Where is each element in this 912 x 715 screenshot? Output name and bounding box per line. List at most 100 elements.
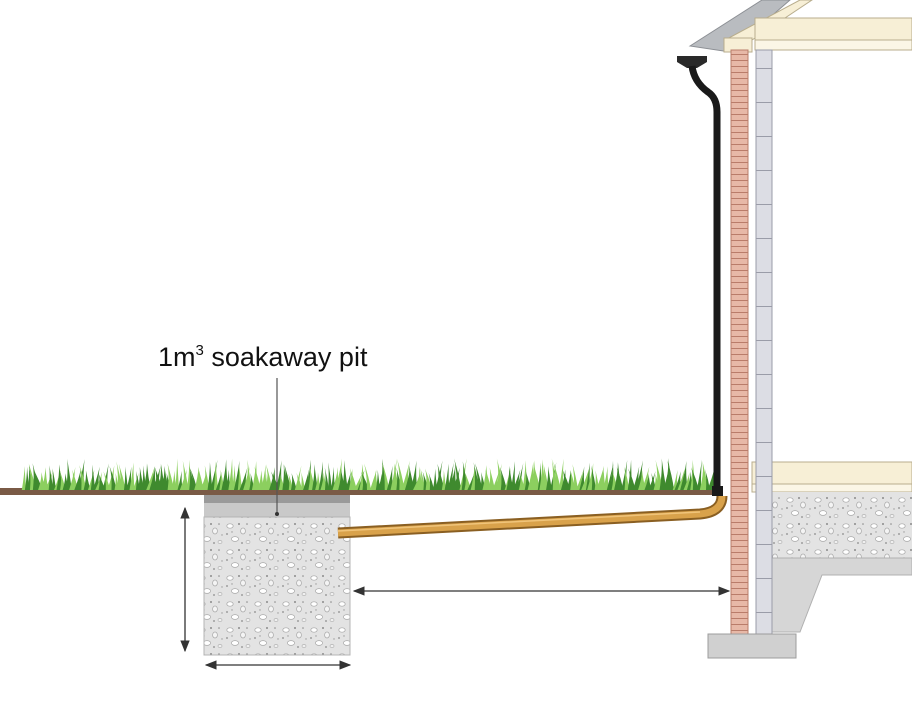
grass-blade bbox=[129, 462, 135, 490]
grass-blade bbox=[177, 471, 183, 490]
grass-blade bbox=[83, 470, 91, 490]
grass-blade bbox=[454, 458, 462, 490]
grass-blade bbox=[261, 464, 267, 490]
grass-blade bbox=[691, 467, 700, 490]
grass-blade bbox=[213, 461, 219, 490]
grass-blade bbox=[382, 462, 390, 490]
soakaway-label-text: 1m3 soakaway pit bbox=[158, 342, 368, 372]
grass-blade bbox=[492, 470, 500, 490]
floor-joist bbox=[751, 461, 912, 485]
grass-blade bbox=[628, 468, 636, 490]
grass-blade bbox=[204, 465, 210, 490]
drain-pipe bbox=[337, 495, 728, 539]
grass-blade bbox=[410, 460, 418, 490]
grass-blade bbox=[237, 464, 243, 490]
grass-blade bbox=[109, 466, 117, 490]
gutter bbox=[677, 56, 707, 68]
grass-blade bbox=[221, 459, 229, 490]
label-prefix: 1m bbox=[158, 342, 196, 372]
block-inner-leaf bbox=[755, 49, 773, 636]
grass-blade bbox=[672, 470, 678, 490]
grass-blade bbox=[90, 464, 96, 490]
grass-blade bbox=[231, 465, 237, 490]
grass-blade bbox=[342, 460, 348, 490]
grass-blade bbox=[132, 472, 139, 490]
grass-blade bbox=[680, 461, 688, 490]
grass-blade bbox=[696, 459, 703, 490]
grass-blade bbox=[475, 463, 483, 490]
grass-blade bbox=[369, 469, 377, 490]
grass-blade bbox=[318, 461, 324, 490]
grass-blade bbox=[572, 464, 579, 490]
grass-blade bbox=[397, 458, 405, 490]
grass-blade bbox=[344, 471, 352, 490]
label-suffix: soakaway pit bbox=[204, 342, 368, 372]
grass-blade bbox=[510, 461, 516, 490]
grass-blade bbox=[591, 465, 597, 490]
ceiling-board bbox=[754, 39, 912, 51]
grass-blade bbox=[103, 471, 111, 490]
floor-board bbox=[751, 483, 912, 493]
grass-blade bbox=[324, 467, 330, 490]
grass-blade bbox=[51, 468, 57, 490]
grass-blade bbox=[167, 463, 175, 490]
grass-blade bbox=[364, 463, 372, 490]
roof-tiles bbox=[688, 0, 791, 53]
grass-blade bbox=[667, 460, 675, 490]
grass-blade bbox=[207, 462, 213, 490]
grass-blade bbox=[210, 459, 218, 490]
grass-blade bbox=[600, 467, 606, 490]
grass-blade bbox=[349, 467, 358, 490]
grass-blade bbox=[79, 465, 87, 490]
grass-blade bbox=[644, 473, 652, 490]
grass-strip bbox=[0, 458, 715, 495]
downpipe-shoe bbox=[712, 486, 723, 496]
grass-blade bbox=[123, 466, 129, 490]
grass-blade bbox=[444, 463, 450, 490]
grass-blade bbox=[428, 472, 435, 490]
grass-blade bbox=[198, 467, 204, 490]
grass-blade bbox=[265, 464, 273, 490]
foundation-slab bbox=[771, 557, 912, 633]
grass-blade bbox=[149, 466, 157, 490]
grass-blade bbox=[705, 469, 711, 490]
grass-blade bbox=[228, 458, 234, 490]
grass-blade bbox=[190, 468, 198, 490]
grass-blade bbox=[66, 458, 72, 490]
grass-blade bbox=[386, 465, 394, 490]
grass-blade bbox=[432, 468, 438, 490]
dimension-arrows bbox=[180, 506, 731, 670]
grass-blade bbox=[375, 469, 381, 490]
soil-line bbox=[0, 488, 712, 495]
ceiling-joist bbox=[754, 17, 912, 41]
grass-blade bbox=[296, 472, 303, 490]
grass-blade bbox=[488, 467, 496, 490]
grass-blade bbox=[41, 467, 49, 490]
grass-blade bbox=[246, 459, 252, 490]
rainwater-downpipe bbox=[677, 56, 723, 496]
grass-blade bbox=[300, 472, 306, 490]
grass-blade bbox=[174, 458, 180, 490]
grass-blade bbox=[330, 466, 336, 490]
grass-blade bbox=[606, 463, 614, 490]
grass-blade bbox=[558, 458, 564, 490]
grass-blade bbox=[516, 463, 524, 490]
grass-blade bbox=[585, 462, 591, 490]
grass-blade bbox=[659, 458, 667, 490]
grass-blade bbox=[126, 466, 132, 490]
grass-blade bbox=[553, 461, 561, 490]
grass-blade bbox=[118, 464, 126, 490]
grass-blade bbox=[441, 470, 447, 490]
grass-blade bbox=[506, 465, 514, 490]
grass-blade bbox=[602, 466, 610, 490]
grass-blade bbox=[48, 465, 54, 490]
grass-blade bbox=[171, 470, 177, 490]
label-leader-dot bbox=[275, 512, 279, 516]
grass-blade bbox=[45, 471, 53, 490]
grass-blade bbox=[24, 466, 30, 490]
grass-blade bbox=[225, 469, 231, 490]
grass-blade bbox=[312, 464, 318, 490]
grass-blade bbox=[327, 462, 333, 490]
grass-blade bbox=[624, 466, 630, 490]
